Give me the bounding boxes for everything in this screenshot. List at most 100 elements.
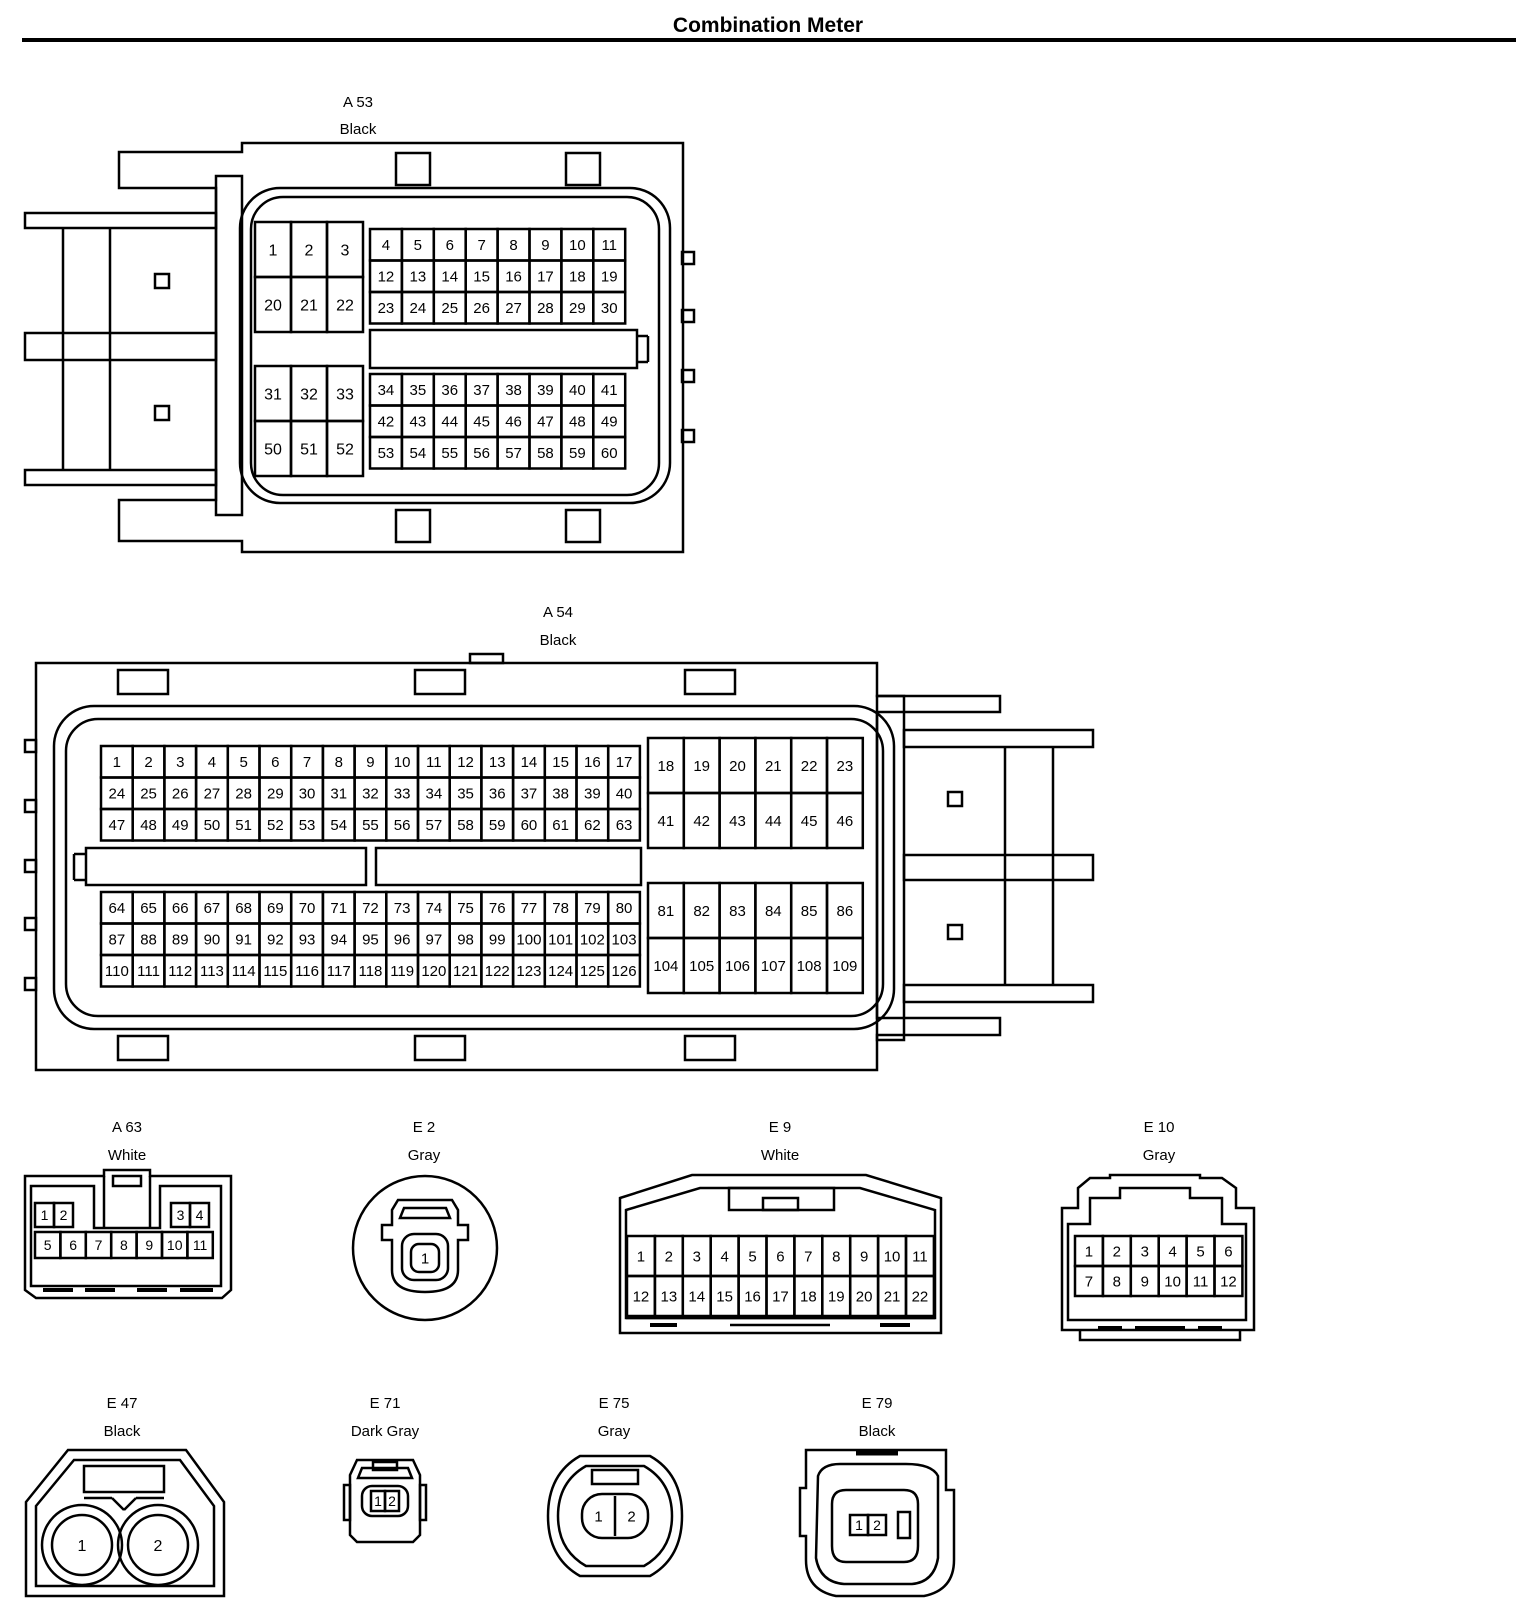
svg-text:23: 23	[837, 758, 854, 775]
e9-pin-17: 17	[765, 1274, 796, 1318]
svg-text:112: 112	[168, 963, 192, 980]
a53-pin-51: 51	[289, 419, 329, 478]
a54-pin-45: 45	[789, 791, 829, 850]
svg-text:2: 2	[154, 1538, 163, 1555]
svg-text:86: 86	[837, 903, 854, 920]
svg-text:32: 32	[300, 386, 318, 403]
svg-text:2: 2	[144, 754, 152, 771]
a54-pin-125: 125	[575, 953, 610, 988]
svg-text:11: 11	[912, 1248, 928, 1265]
svg-text:44: 44	[441, 414, 458, 431]
svg-text:5: 5	[1196, 1243, 1204, 1260]
svg-text:40: 40	[616, 786, 633, 803]
a54-pin-67: 67	[194, 890, 230, 925]
svg-text:71: 71	[330, 900, 347, 917]
e9-pin-10: 10	[876, 1234, 908, 1278]
svg-text:1: 1	[78, 1538, 87, 1555]
a54-pin-82: 82	[682, 881, 721, 940]
svg-text:55: 55	[441, 445, 458, 462]
svg-text:117: 117	[327, 963, 351, 980]
svg-text:29: 29	[569, 300, 586, 317]
svg-text:68: 68	[235, 900, 252, 917]
a54-pin-98: 98	[448, 922, 483, 957]
svg-text:73: 73	[394, 900, 411, 917]
svg-text:31: 31	[264, 386, 282, 403]
svg-text:67: 67	[204, 900, 221, 917]
svg-text:10: 10	[167, 1237, 183, 1253]
a53-pin-13: 13	[400, 259, 436, 294]
a54-pin-60: 60	[511, 807, 547, 842]
a54-pin-34: 34	[416, 776, 451, 811]
e9-pin-20: 20	[848, 1274, 880, 1318]
a54-pin-66: 66	[163, 890, 198, 925]
a53-pin-10: 10	[560, 227, 595, 262]
a54-pin-95: 95	[353, 922, 388, 957]
a54-pin-93: 93	[289, 922, 325, 957]
a54-pin-109: 109	[825, 936, 865, 995]
svg-text:4: 4	[208, 754, 216, 771]
a63-pin-5: 5	[33, 1230, 62, 1260]
svg-text:66: 66	[172, 900, 189, 917]
e10-pin-3: 3	[1129, 1234, 1160, 1268]
svg-text:8: 8	[120, 1237, 128, 1253]
svg-text:21: 21	[765, 758, 782, 775]
svg-text:5: 5	[414, 237, 422, 254]
a54-pin-57: 57	[416, 807, 451, 842]
a54-pin-44: 44	[754, 791, 793, 850]
svg-text:1: 1	[1085, 1243, 1093, 1260]
a54-pin-64: 64	[99, 890, 134, 925]
svg-text:103: 103	[612, 932, 637, 949]
a54-pin-81: 81	[646, 881, 686, 940]
a53-pin-14: 14	[432, 259, 467, 294]
svg-text:7: 7	[1085, 1273, 1093, 1290]
a54-pin-41: 41	[646, 791, 686, 850]
svg-text:11: 11	[601, 237, 617, 254]
svg-text:2: 2	[60, 1207, 68, 1223]
svg-text:14: 14	[521, 754, 538, 771]
svg-text:56: 56	[394, 817, 411, 834]
e47-pin-1: 1	[78, 1538, 87, 1555]
a54-pin-114: 114	[226, 953, 261, 988]
svg-text:20: 20	[264, 297, 282, 314]
svg-text:78: 78	[552, 900, 569, 917]
a54-pin-88: 88	[131, 922, 166, 957]
svg-text:54: 54	[410, 445, 427, 462]
svg-text:107: 107	[761, 958, 786, 975]
a54-pin-28: 28	[226, 776, 261, 811]
svg-text:2: 2	[873, 1517, 881, 1533]
svg-text:85: 85	[801, 903, 818, 920]
a53-pin-16: 16	[496, 259, 531, 294]
a54-pin-6: 6	[258, 744, 293, 779]
a54-pin-32: 32	[353, 776, 388, 811]
a54-pin-22: 22	[789, 736, 829, 795]
a53-pin-39: 39	[528, 372, 563, 407]
svg-text:1: 1	[637, 1248, 645, 1265]
svg-text:22: 22	[912, 1288, 929, 1305]
svg-text:38: 38	[552, 786, 569, 803]
e9-pin-7: 7	[793, 1234, 824, 1278]
svg-text:47: 47	[109, 817, 126, 834]
svg-text:9: 9	[860, 1248, 868, 1265]
a54-pin-3: 3	[163, 744, 198, 779]
e10-pin-5: 5	[1185, 1234, 1216, 1268]
svg-text:9: 9	[1141, 1273, 1149, 1290]
e10-pin-4: 4	[1157, 1234, 1188, 1268]
a53-pin-21: 21	[289, 275, 329, 334]
svg-text:1: 1	[421, 1250, 429, 1267]
a53-pin-8: 8	[496, 227, 531, 262]
svg-text:83: 83	[729, 903, 746, 920]
e10-pin-1: 1	[1073, 1234, 1105, 1268]
svg-text:84: 84	[765, 903, 782, 920]
svg-text:6: 6	[271, 754, 279, 771]
connector-e2-housing	[351, 1174, 499, 1322]
a54-pin-101: 101	[543, 922, 578, 957]
a54-pin-35: 35	[448, 776, 483, 811]
a54-pin-21: 21	[754, 736, 793, 795]
svg-text:41: 41	[658, 813, 675, 830]
svg-text:77: 77	[521, 900, 538, 917]
a54-pin-39: 39	[575, 776, 610, 811]
a54-pin-71: 71	[321, 890, 356, 925]
svg-text:92: 92	[267, 932, 284, 949]
